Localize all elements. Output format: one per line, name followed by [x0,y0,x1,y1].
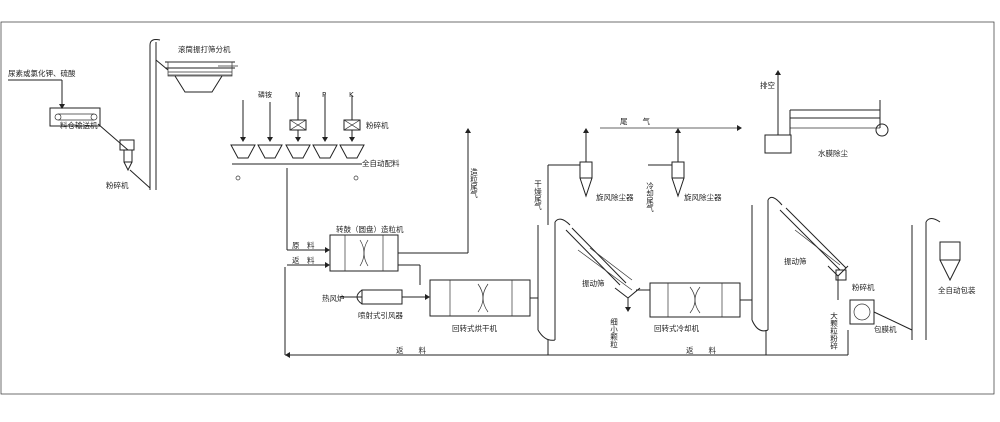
label-raw-materials: 尿素或氯化钾、硫酸 [8,68,76,78]
label-return-in: 返 料 [292,255,315,265]
label-vent: 排空 [760,80,775,90]
label-granulator: 转鼓（圆盘）造粒机 [336,224,404,234]
crusher-coating-unit [835,269,913,331]
drum-screen-unit [165,61,238,93]
label-coating: 包膜机 [874,324,897,334]
label-rotary-cooler: 回转式冷却机 [654,323,699,333]
label-crusher3: 粉碎机 [852,282,875,292]
label-fine-big-particles: 细小颗粒 [609,317,618,350]
label-jet-induced-draft: 喷射式引风器 [358,310,403,320]
label-tail-gas: 尾 气 [620,116,650,126]
label-drying-tail-gas: 干燥尾气 [533,180,542,211]
label-cyclone-2: 旋风除尘器 [684,192,722,202]
label-auto-batching: 全自动配料 [362,158,400,168]
granulator-unit [287,128,471,285]
label-hot-furnace: 热风炉 [322,293,345,303]
vibrating-screen-1 [577,247,650,312]
label-cooling-tail-gas: 冷却尾气 [645,181,654,213]
label-ammonium-phosphate: 磷铵 [258,90,272,99]
batching-section [230,95,365,253]
label-vib-screen-2: 振动筛 [784,256,807,266]
label-water-dust: 水膜除尘 [818,148,848,158]
label-drum-screen: 滚筒振打筛分机 [178,44,231,54]
dryer-unit [340,279,538,317]
label-return-bottom-2: 返 料 [686,345,716,355]
bin-conveyor-unit [8,79,129,151]
cyclone-2 [648,128,685,198]
label-bin-conveyor: 料仓输送机 [60,120,98,130]
cyclone-1 [547,128,593,225]
label-crusher: 粉碎机 [106,180,129,190]
label-p: P [322,91,326,99]
label-cyclone-1: 旋风除尘器 [596,192,634,202]
label-k: K [349,91,354,99]
label-large-particle-crush: 大颗粒粉碎 [829,311,838,351]
label-vib-screen-1: 振动筛 [582,278,605,288]
label-rotary-dryer: 回转式烘干机 [452,323,497,333]
rotary-cooler-unit [649,282,752,318]
packing-unit [911,218,961,340]
label-return-bottom: 返 料 [396,345,426,355]
return-loop [284,267,849,358]
water-dust-unit [764,70,889,154]
bucket-elevator-2 [537,218,627,341]
label-auto-packing: 全自动包装 [938,285,976,295]
label-granulation-tail-gas: 造粒尾气 [469,167,478,199]
label-n: N [295,91,300,99]
crusher-unit [119,139,151,189]
outer-frame [0,21,995,395]
label-raw-material-in: 原 料 [292,240,315,250]
label-crusher2: 粉碎机 [366,120,389,130]
